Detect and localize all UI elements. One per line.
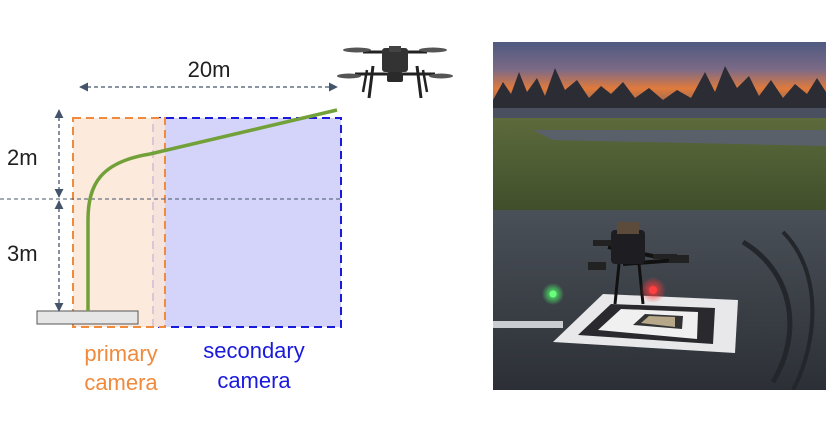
primary-camera-label-line2: camera xyxy=(84,370,158,395)
lower-height-label: 3m xyxy=(7,241,38,266)
landing-pad xyxy=(553,294,738,353)
field-far xyxy=(493,108,826,120)
primary-camera-label-line1: primary xyxy=(84,341,157,366)
tire-marks xyxy=(741,239,793,384)
landing-diagram: 20m 2m 3m primary camera secondary camer… xyxy=(0,46,453,395)
secondary-camera-label-line1: secondary xyxy=(203,338,305,363)
trajectory-path xyxy=(86,108,338,311)
drone-icon xyxy=(542,222,689,305)
landing-pad xyxy=(36,310,139,325)
drone-landing-photo xyxy=(493,42,826,390)
upper-height-label: 2m xyxy=(7,145,38,170)
painted-line xyxy=(493,321,563,328)
far-runway xyxy=(533,130,826,146)
secondary-camera-zone xyxy=(152,117,342,328)
secondary-camera-label-line2: camera xyxy=(217,368,291,393)
sunset-sky xyxy=(493,42,826,112)
drone-icon xyxy=(337,46,453,99)
distance-label: 20m xyxy=(188,57,231,82)
